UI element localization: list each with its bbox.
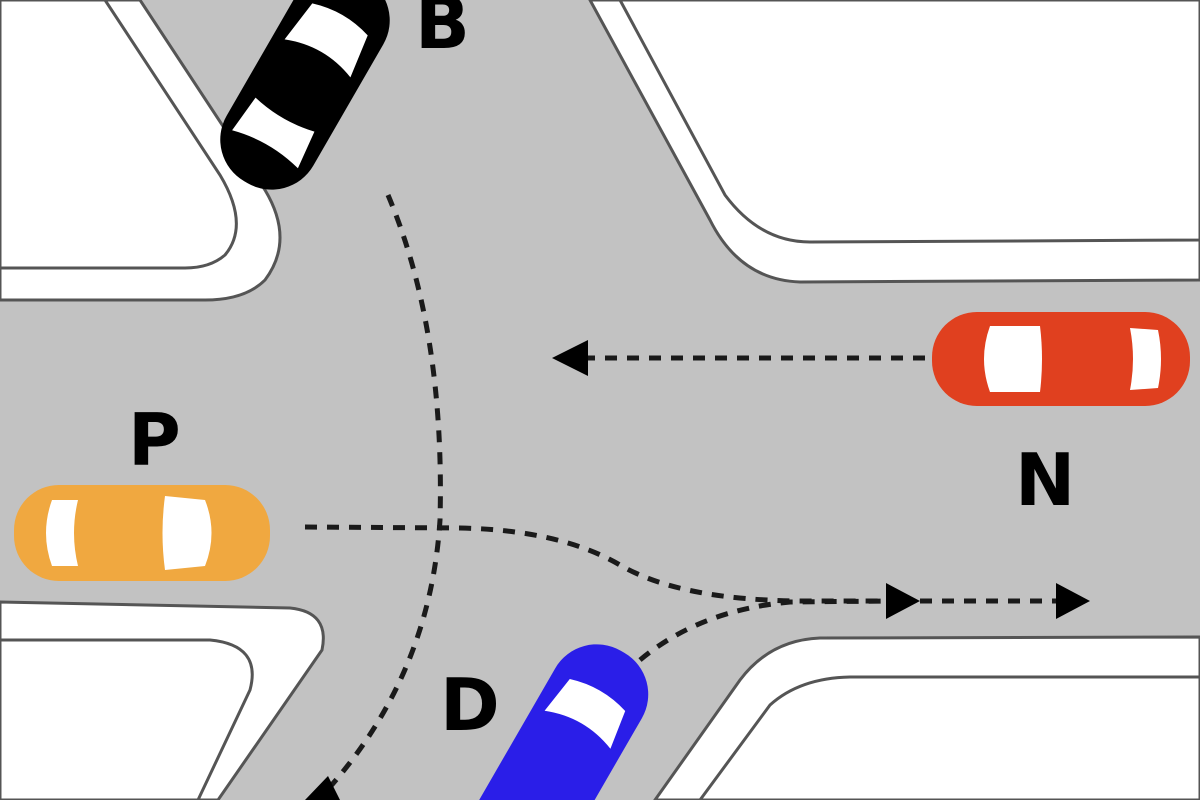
arrow-right-icon xyxy=(886,583,920,619)
car-d xyxy=(471,644,649,800)
path-D xyxy=(638,598,891,662)
label-n: N xyxy=(1015,438,1075,522)
car-n xyxy=(932,312,1190,406)
path-B xyxy=(318,194,443,800)
top-left-block xyxy=(0,0,282,302)
arrow-right-icon xyxy=(1056,583,1090,619)
label-p: P xyxy=(128,398,181,482)
arrow-left-icon xyxy=(552,340,588,376)
bottom-right-block xyxy=(653,635,1200,800)
label-b: B xyxy=(415,0,470,65)
path-P xyxy=(304,524,890,604)
label-d: D xyxy=(440,663,500,747)
car-b xyxy=(220,0,390,190)
arrow-down-left-icon xyxy=(305,776,340,800)
top-right-block xyxy=(588,0,1200,284)
bottom-left-block xyxy=(0,600,325,800)
arrowheads xyxy=(305,340,1090,800)
movement-paths xyxy=(304,194,1060,800)
car-p xyxy=(14,485,270,581)
